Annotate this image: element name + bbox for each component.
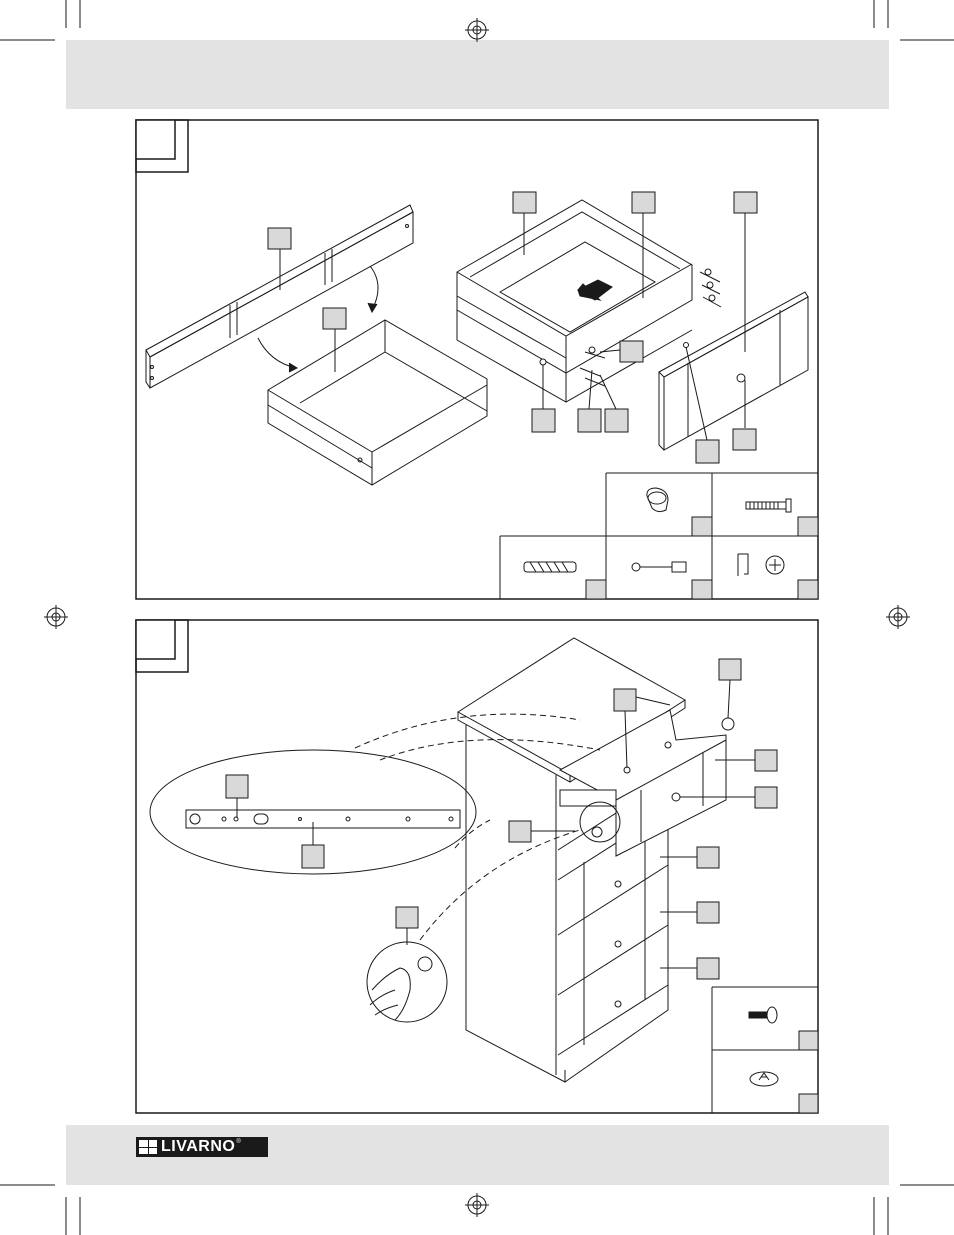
hand-screwing-detail [366,941,448,1023]
header-band [66,40,889,109]
drawer-screws [539,268,722,387]
cam-bolt-icon [631,561,687,573]
callout-dashed-line-3 [419,829,581,941]
chest-of-drawers [457,637,686,1083]
hardware-legend-a [499,472,819,600]
brand-name: LIVARNO [161,1138,236,1155]
drawer-side-rails [145,204,414,389]
phillips-screwdriver-icon [765,555,785,575]
screw-icon [748,1006,778,1024]
part-label-boxes-b [225,658,778,980]
screw-cap-icon [749,1071,779,1087]
step-panel-a [135,119,819,600]
open-drawer [558,709,735,857]
drawer-front-panel [658,291,809,451]
rail-detail-callout [149,749,477,875]
legend-label-boxes-a [585,516,819,600]
registration-mark-bottom [465,1193,489,1217]
knob-icon [646,487,669,513]
registration-mark-right [886,605,910,629]
clip-icon [737,553,749,576]
label-leader-lines-a [279,213,746,410]
hardware-legend-b [711,986,819,1114]
dowel-icon [523,561,577,573]
brand-logo: LIVARNO ® [136,1137,268,1157]
step-number-box-a [135,119,176,160]
label-leader-lines-b [406,679,755,969]
brand-registered: ® [236,1139,241,1145]
part-label-boxes-a [267,191,758,464]
step-number-box-b [135,619,176,660]
drawer-box [456,199,693,403]
drawer-frame-partial [267,319,488,486]
callout-dashed-line-2 [379,739,601,761]
registration-mark-top [465,18,489,42]
logo-mark-icon [139,1140,157,1154]
bolt-icon [745,498,792,513]
registration-mark-left [44,605,68,629]
callout-dashed-line-1 [354,713,581,749]
